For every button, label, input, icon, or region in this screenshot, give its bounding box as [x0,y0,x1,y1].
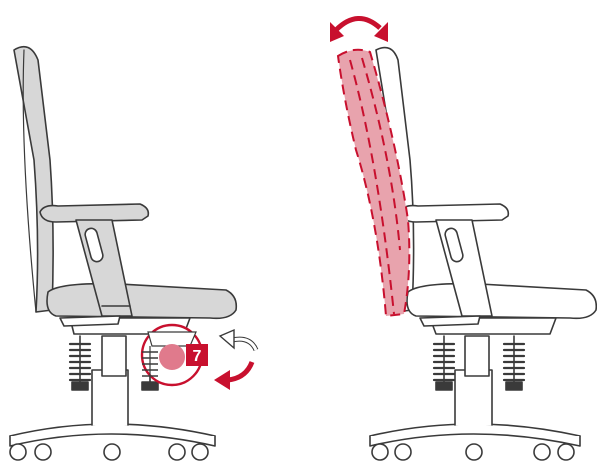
curved-arrow-icon-cw [214,361,255,390]
left-seat [46,282,238,320]
tension-knob-callout [140,323,204,387]
right-chair-mechanism [429,317,557,391]
tension-knob-highlight [159,344,185,370]
right-armrest [399,203,510,317]
step-badge: 7 [186,344,208,366]
left-chair-base [9,369,216,461]
step-badge-label: 7 [193,348,202,365]
right-chair-base [369,369,581,461]
right-spring-rear [502,335,526,391]
left-spring [68,335,92,391]
left-armrest [39,203,150,317]
curved-arrow-icon-ccw [218,328,259,352]
right-spring-front [432,335,456,391]
right-seat [406,282,597,320]
left-chair [9,45,238,461]
rotate-arrows-icon [330,16,388,42]
left-backrest [13,45,54,313]
right-backrest-reclined [336,48,411,318]
